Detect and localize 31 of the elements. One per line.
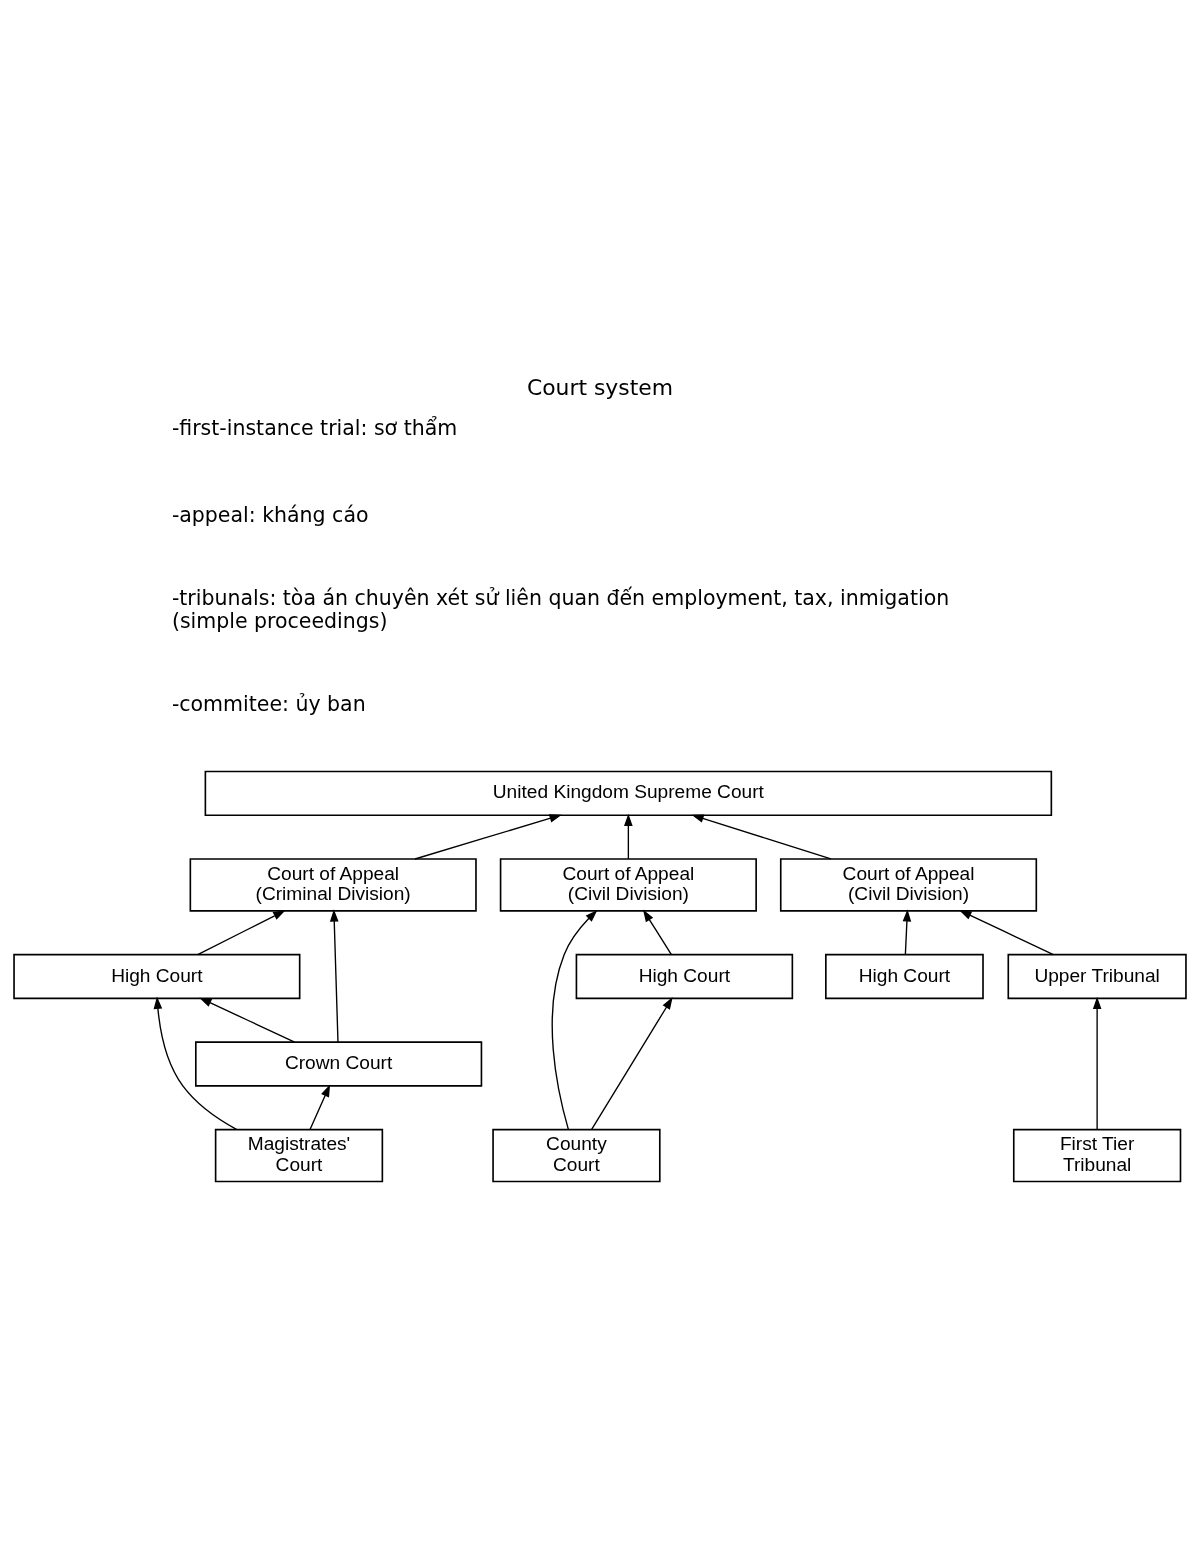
arrow bbox=[902, 908, 912, 955]
node-box: Court of Appeal (Criminal Division) bbox=[189, 857, 477, 912]
node-box: Court of Appeal (Civil Division) bbox=[499, 857, 757, 912]
arrow bbox=[329, 908, 339, 1043]
arrow bbox=[153, 996, 238, 1130]
label: -commitee: ủy ban bbox=[171, 691, 366, 716]
node-box: Crown Court bbox=[195, 1040, 483, 1087]
node-box: First Tier Tribunal bbox=[1012, 1128, 1182, 1182]
arrow bbox=[414, 813, 562, 860]
node-box: High Court bbox=[825, 953, 984, 999]
node-box: County Court bbox=[492, 1128, 661, 1182]
label: -tribunals: tòa án chuyên xét sử liên quan đến employment, tax, inmigation (simple proceedings) bbox=[171, 585, 950, 633]
arrow bbox=[959, 909, 1055, 955]
label: -appeal: kháng cáo bbox=[171, 502, 369, 527]
node-box: United Kingdom Supreme Court bbox=[204, 770, 1053, 816]
label: -first-instance trial: sơ thẩm bbox=[171, 415, 458, 440]
arrow bbox=[642, 909, 673, 955]
node-box: Magistrates' Court bbox=[214, 1128, 384, 1182]
arrow bbox=[590, 996, 673, 1130]
node-box: High Court bbox=[13, 953, 301, 999]
diagram-title: Court system bbox=[526, 374, 674, 400]
arrow bbox=[199, 997, 296, 1043]
node-box: Court of Appeal (Civil Division) bbox=[779, 857, 1038, 912]
arrow bbox=[691, 813, 832, 860]
arrow bbox=[551, 909, 598, 1130]
arrow bbox=[309, 1084, 331, 1130]
node-box: Upper Tribunal bbox=[1007, 953, 1187, 999]
arrow bbox=[1092, 996, 1102, 1130]
arrow bbox=[197, 909, 286, 955]
node-box: High Court bbox=[575, 953, 794, 999]
arrow bbox=[624, 813, 633, 860]
